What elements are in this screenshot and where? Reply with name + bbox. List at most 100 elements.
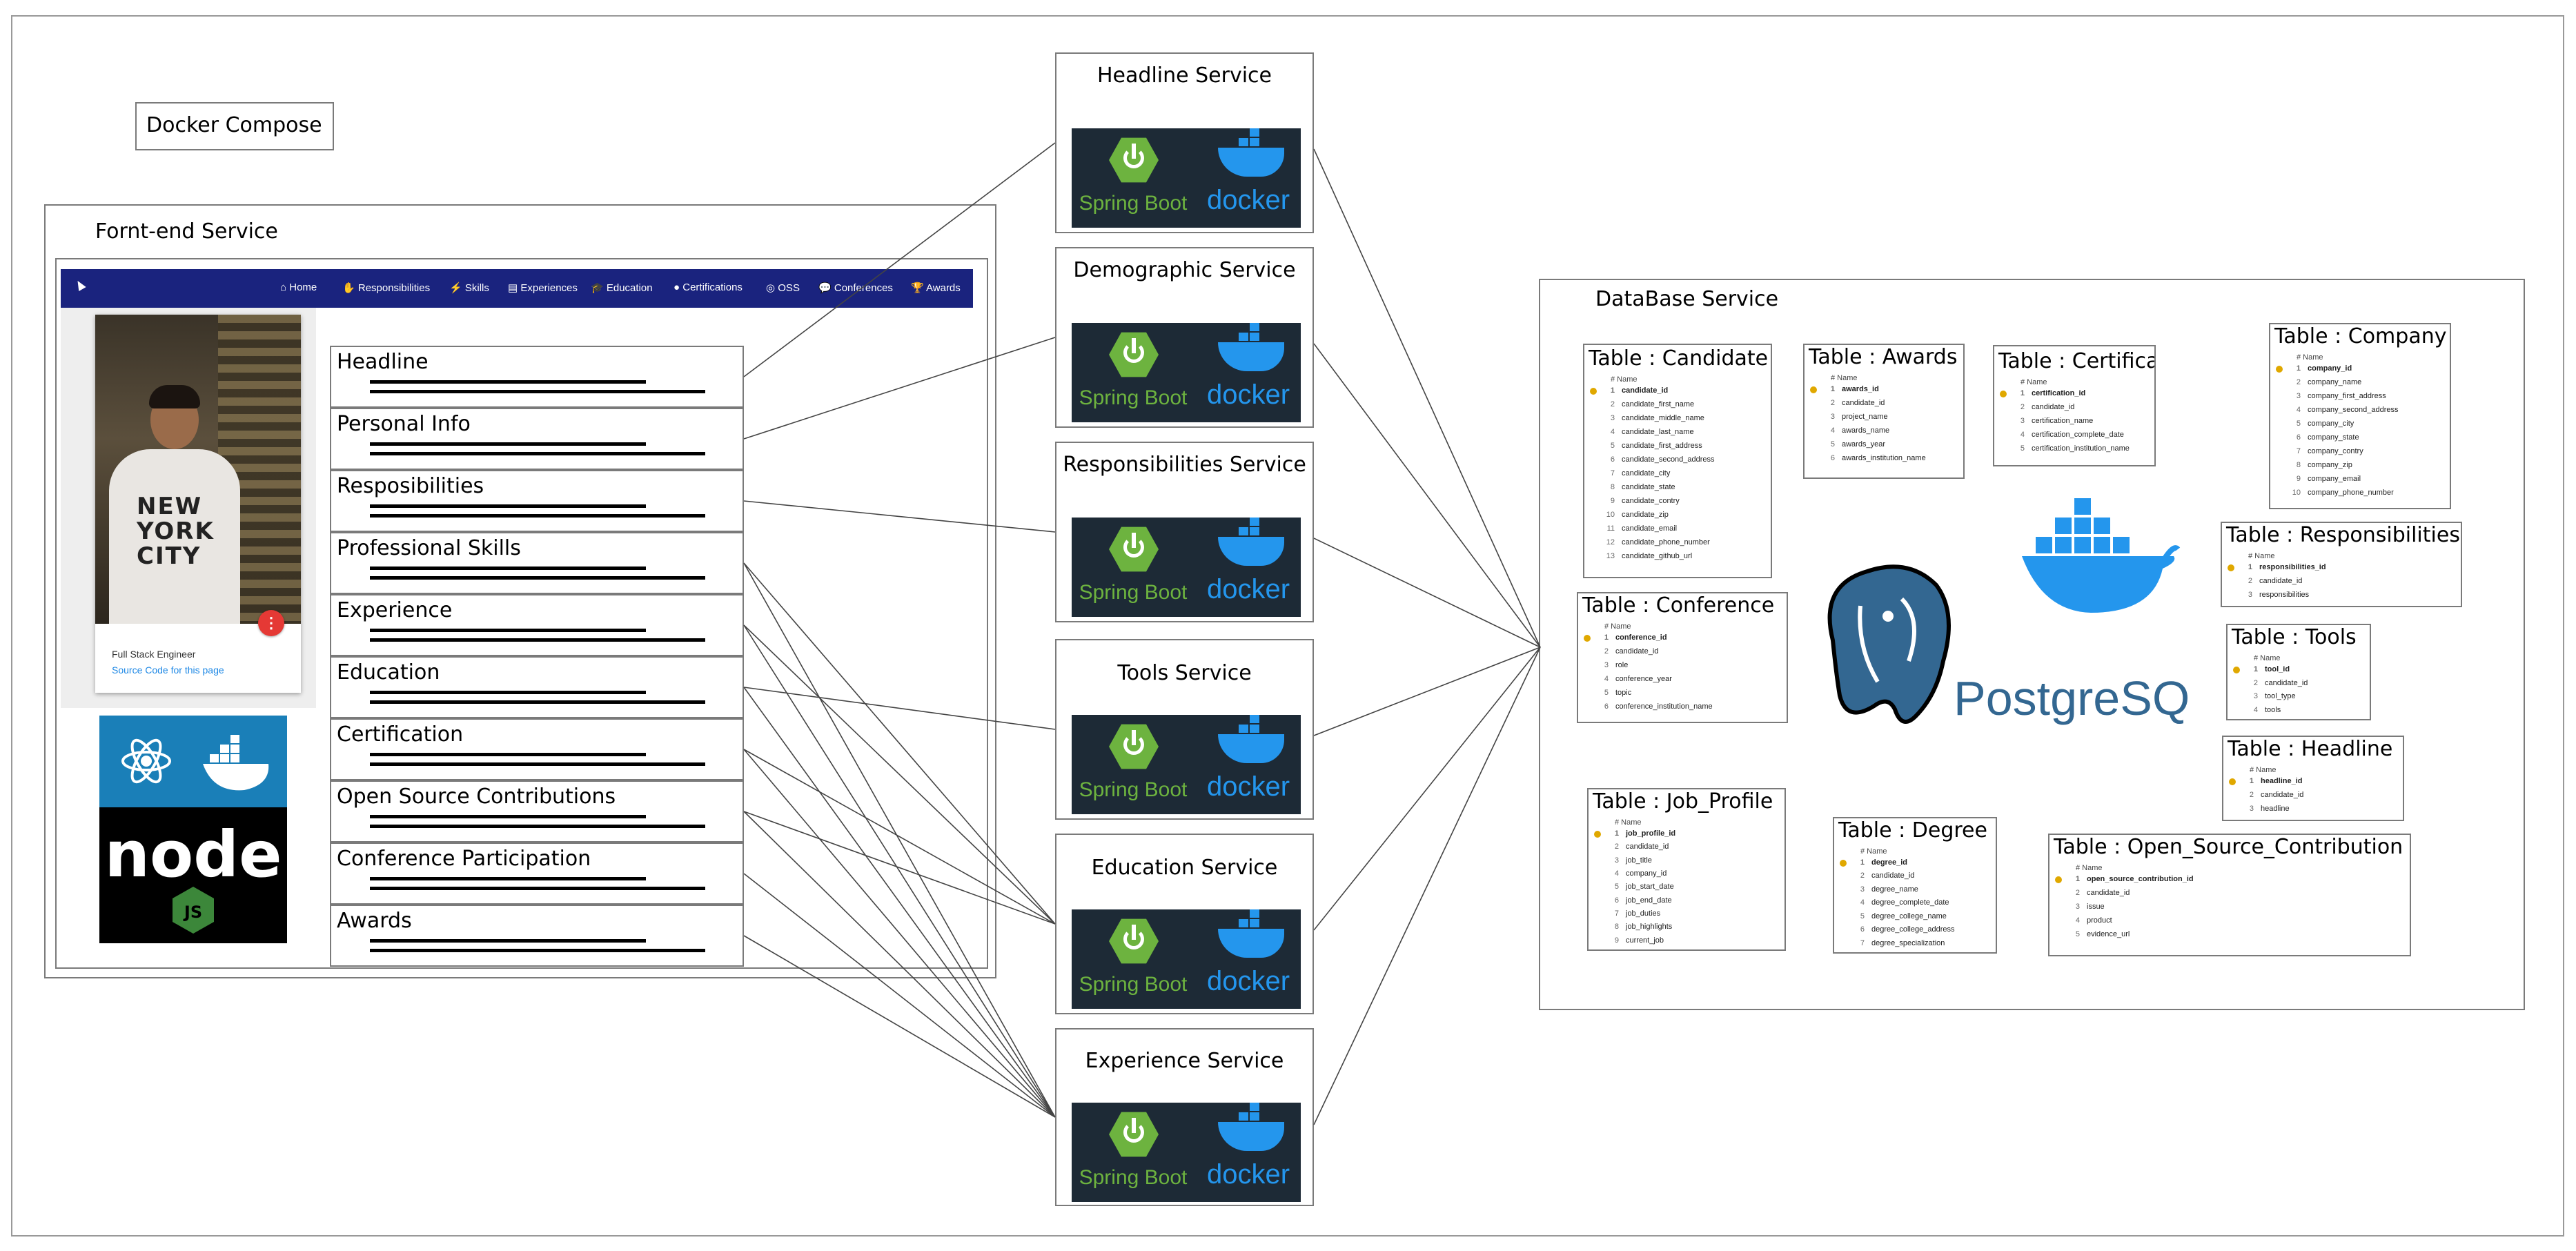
service-title: Headline Service (1097, 63, 1272, 88)
more-button[interactable]: ⋮ (258, 610, 284, 636)
section-row-label: Resposibilities (337, 474, 484, 498)
placeholder-text-line (370, 762, 705, 766)
profile-card: NEW YORK CITY ⋮ Full Stack Engineer Sour… (95, 315, 301, 693)
primary-key-icon (2276, 366, 2283, 373)
db-table-title: Table : Awards (1809, 345, 1958, 369)
nav-item-education[interactable]: 🎓 Education (591, 282, 653, 294)
db-table-certification: Table : Certification# Name1certificatio… (1993, 345, 2156, 466)
nav-item-label: OSS (778, 282, 800, 294)
frontend-navbar: ⌂ Home ✋ Responsibilities ⚡ Skills ▤ Experi… (61, 269, 973, 308)
home-icon: ⌂ (280, 282, 290, 293)
source-code-link[interactable]: Source Code for this page (112, 664, 224, 676)
docker-icon (203, 735, 269, 791)
power-icon (1123, 537, 1144, 558)
placeholder-text-line (370, 887, 705, 890)
nav-item-responsibilities[interactable]: ✋ Responsibilities (342, 282, 430, 294)
nav-item-label: Awards (926, 282, 961, 294)
nav-item-conferences[interactable]: 💬 Conferences (818, 282, 893, 294)
placeholder-text-line (370, 390, 705, 393)
react-icon (121, 735, 269, 791)
springboot-docker-banner: Spring Boot docker (1072, 909, 1301, 1009)
primary-key-icon (1840, 860, 1847, 867)
spring-boot-label: Spring Boot (1079, 386, 1188, 409)
nav-item-label: Education (606, 282, 653, 294)
service-title: Demographic Service (1073, 258, 1296, 282)
placeholder-text-line (370, 638, 705, 642)
nav-item-experiences[interactable]: ▤ Experiences (508, 282, 578, 294)
section-row-label: Open Source Contributions (337, 785, 616, 809)
placeholder-text-line (370, 825, 705, 828)
placeholder-text-line (370, 567, 646, 570)
placeholder-text-line (370, 700, 705, 704)
spring-boot-label: Spring Boot (1079, 973, 1188, 996)
section-row-label: Experience (337, 598, 453, 622)
placeholder-text-line (370, 629, 646, 632)
svg-text:JS: JS (183, 903, 202, 922)
docker-whale-icon (2022, 498, 2181, 613)
nav-item-oss[interactable]: ◎ OSS (766, 282, 800, 294)
profile-subtitle: Full Stack Engineer (112, 649, 196, 660)
placeholder-text-line (370, 514, 705, 518)
service-title: Responsibilities Service (1063, 453, 1306, 477)
oss-icon: ◎ (766, 282, 778, 294)
section-row-conference-participation: Conference Participation (330, 843, 744, 905)
nav-item-certifications[interactable]: ● Certifications (674, 282, 743, 293)
docker-label: docker (1206, 966, 1290, 996)
docker-label: docker (1206, 771, 1290, 802)
section-row-headline: Headline (330, 346, 744, 408)
power-icon (1123, 929, 1144, 949)
db-table-title: Table : Conference (1582, 593, 1775, 618)
power-icon (1123, 148, 1144, 168)
nav-item-label: Certifications (682, 282, 743, 293)
primary-key-icon (1590, 388, 1597, 395)
nav-item-label: Experiences (520, 282, 578, 294)
nav-item-awards[interactable]: 🏆 Awards (911, 282, 961, 294)
placeholder-text-line (370, 815, 646, 818)
docker-compose-label-box: Docker Compose (135, 102, 334, 150)
database-service-title: DataBase Service (1595, 287, 1779, 311)
nav-item-skills[interactable]: ⚡ Skills (449, 282, 489, 294)
db-table-title: Table : Headline (2228, 737, 2393, 761)
primary-key-icon (2228, 564, 2234, 571)
spring-boot-label: Spring Boot (1079, 192, 1188, 215)
placeholder-text-line (370, 442, 646, 446)
docker-label: docker (1206, 380, 1290, 410)
nav-item-home[interactable]: ⌂ Home (280, 282, 317, 293)
section-row-label: Awards (337, 909, 412, 933)
